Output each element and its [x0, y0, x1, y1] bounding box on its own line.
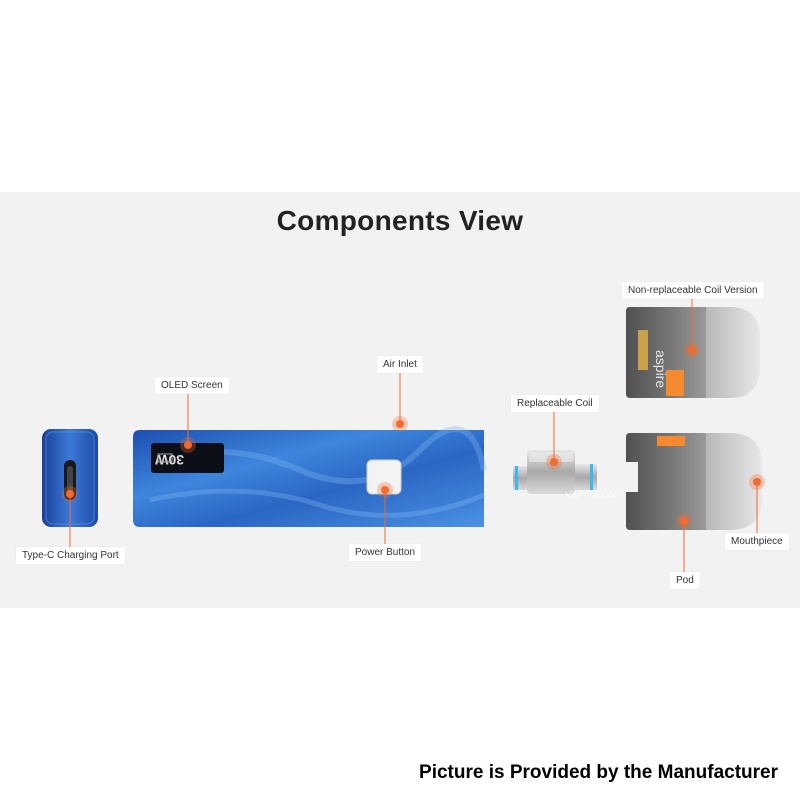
pod-brand: aspire: [653, 350, 669, 388]
footer-credit: Picture is Provided by the Manufacturer: [419, 762, 778, 783]
watermark: VAPE.COM: [565, 490, 617, 501]
device-end-view: [42, 429, 98, 527]
pod: [626, 433, 762, 530]
callout-pod: Pod: [670, 572, 700, 589]
callout-replaceable-coil: Replaceable Coil: [511, 395, 599, 412]
pod-non-replaceable: aspire: [626, 307, 760, 398]
callout-power-button: Power Button: [349, 544, 422, 561]
replaceable-coil: [513, 450, 597, 494]
callout-type-c-charging-port: Type-C Charging Port: [16, 547, 125, 564]
leader-lines: [69, 296, 758, 574]
callout-markers: [62, 342, 765, 529]
power-button-shape: [366, 459, 402, 495]
callout-air-inlet: Air Inlet: [377, 356, 423, 373]
device-body: 30W: [133, 426, 487, 527]
callout-mouthpiece: Mouthpiece: [725, 533, 789, 550]
callout-oled-screen: OLED Screen: [155, 377, 229, 394]
oled-screen: [151, 443, 224, 473]
screen-wattage: 30W: [154, 452, 184, 468]
diagram-title: Components View: [276, 205, 524, 236]
callout-non-replaceable-coil-version: Non-replaceable Coil Version: [622, 282, 764, 299]
